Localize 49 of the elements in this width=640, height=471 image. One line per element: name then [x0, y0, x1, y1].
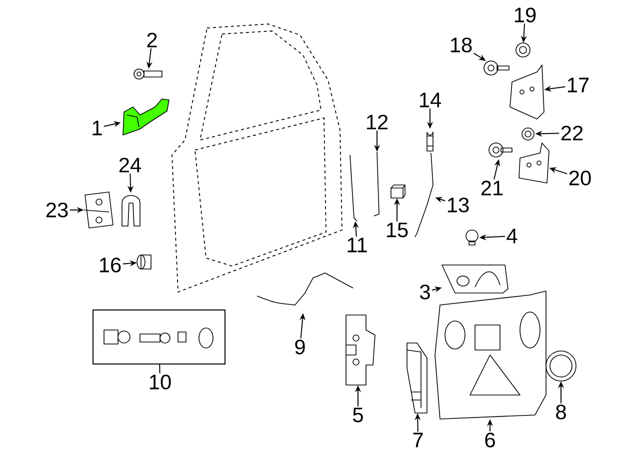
- part-drawing: [546, 350, 576, 382]
- callout-number: 7: [413, 432, 423, 448]
- callout-number: 19: [514, 8, 536, 22]
- callout-number: 11: [348, 238, 367, 252]
- part-drawing: [434, 290, 546, 420]
- callout-number: 17: [568, 78, 589, 92]
- part-drawing: [134, 68, 162, 80]
- callout-number: 23: [46, 202, 68, 218]
- callout-number: 24: [119, 158, 142, 172]
- callout-number: 4: [506, 228, 518, 244]
- part-drawing: [442, 264, 508, 294]
- part-drawing: [426, 132, 434, 152]
- callout-number: 18: [450, 38, 472, 52]
- callout-number: 9: [295, 340, 305, 354]
- callout-number: 16: [100, 258, 121, 272]
- callout-number: 8: [556, 404, 566, 420]
- part-drawing: [484, 60, 510, 76]
- part-drawing: [122, 98, 170, 136]
- part-drawing: [510, 64, 544, 120]
- part-drawing: [136, 254, 152, 270]
- callout-number: 2: [147, 32, 157, 48]
- part-drawing: [518, 142, 550, 184]
- part-drawing: [84, 192, 114, 228]
- callout-number: 15: [386, 222, 408, 238]
- callout-number: 3: [420, 284, 430, 300]
- part-drawing: [374, 152, 380, 216]
- callout-number: 14: [420, 92, 442, 108]
- callout-number: 21: [481, 180, 503, 196]
- leader-line: [159, 364, 160, 374]
- part-drawing: [390, 184, 406, 198]
- part-drawing: [488, 142, 512, 158]
- callout-number: 10: [150, 374, 171, 390]
- part-drawing: [414, 152, 434, 238]
- part-drawing: [516, 42, 530, 58]
- callout-number: 1: [92, 120, 102, 136]
- part-drawing: [406, 342, 428, 414]
- part-drawing: [522, 128, 534, 140]
- callout-number: 12: [366, 114, 388, 130]
- callout-number: 13: [448, 198, 469, 212]
- callout-number: 6: [485, 432, 495, 448]
- part-drawing: [122, 195, 140, 226]
- part-drawing: [346, 314, 376, 386]
- parts-kit-box: [92, 310, 226, 364]
- part-drawing: [256, 272, 354, 306]
- part-drawing: [466, 230, 478, 246]
- part-drawing: [350, 154, 358, 222]
- callout-number: 22: [561, 126, 583, 140]
- callout-number: 20: [569, 170, 591, 186]
- callout-number: 5: [353, 408, 363, 422]
